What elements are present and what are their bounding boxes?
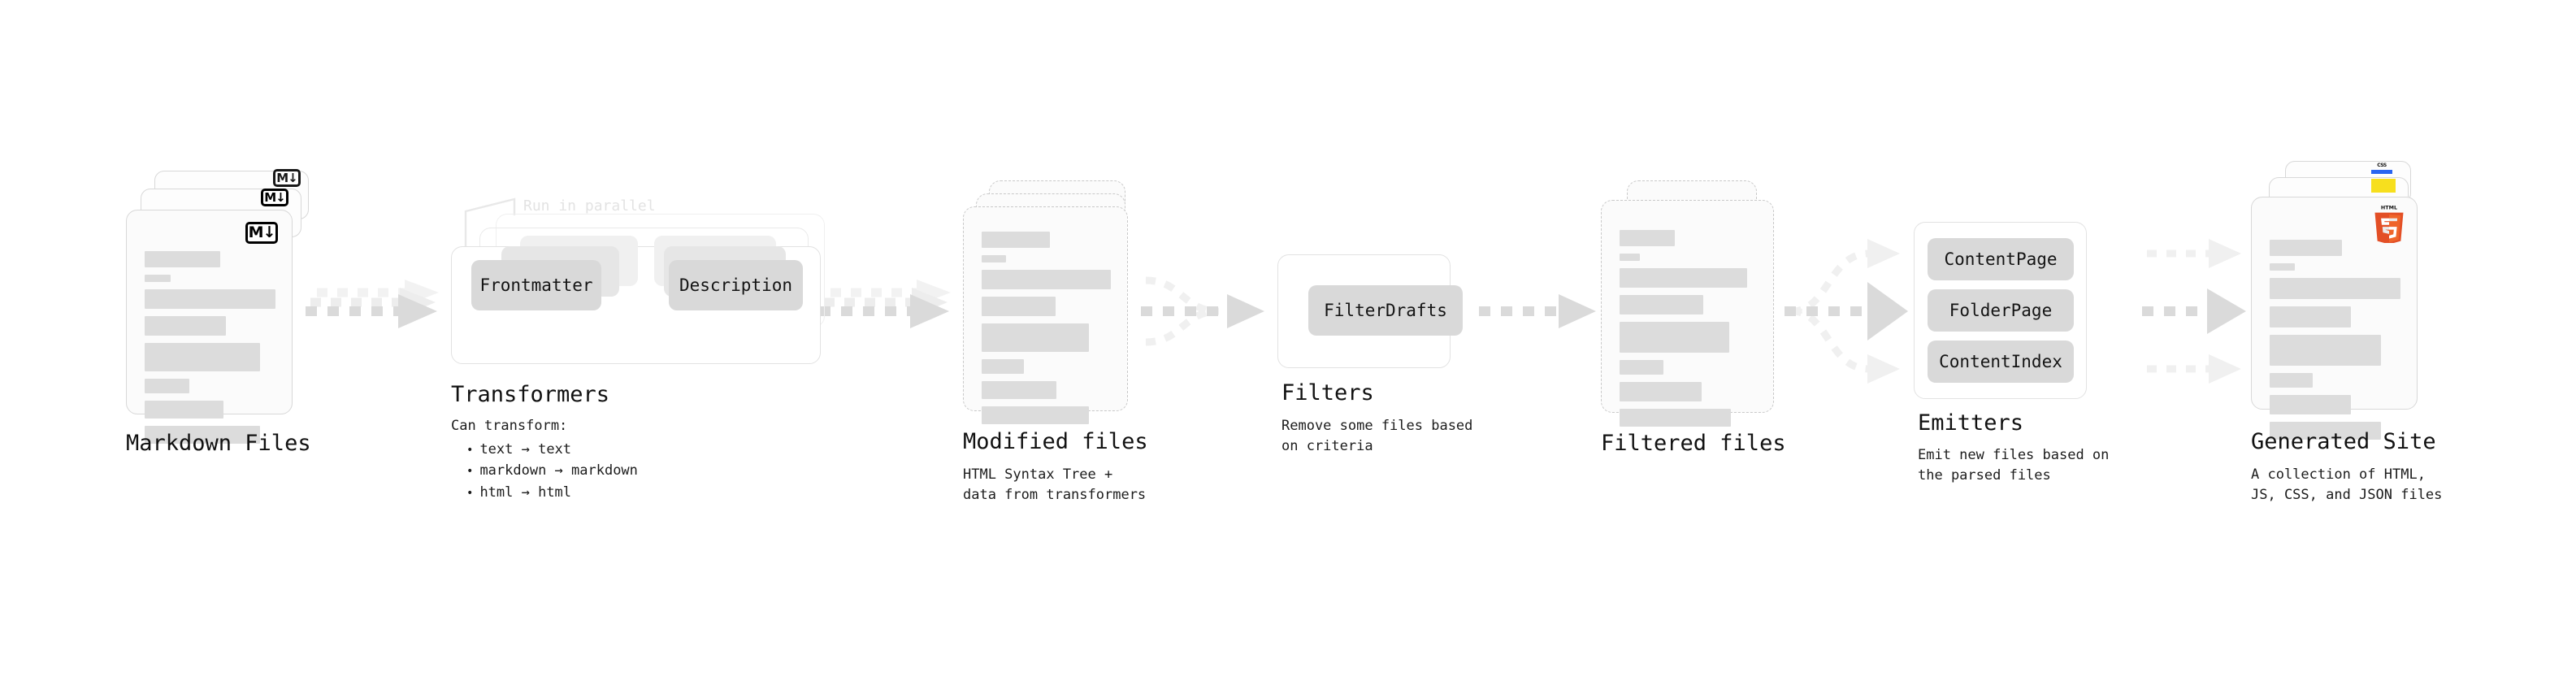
doc-line xyxy=(2270,373,2314,388)
doc-line xyxy=(1620,295,1704,314)
connector-markdown-to-transformers xyxy=(306,280,439,328)
list-item: markdown → markdown xyxy=(466,460,638,481)
list-item: text → text xyxy=(466,439,638,460)
stage-title-filtered-files: Filtered files xyxy=(1601,431,1786,456)
doc-line xyxy=(2270,263,2295,271)
doc-line xyxy=(2270,240,2342,256)
javascript-badge-icon xyxy=(2371,179,2396,193)
list-item-label: markdown → markdown xyxy=(479,462,638,479)
doc-line xyxy=(145,251,221,267)
markdown-badge-icon: M↓ xyxy=(245,222,278,244)
list-item-label: text → text xyxy=(479,441,572,458)
doc-line xyxy=(145,426,260,444)
stage-subtitle-filters: Remove some files based on criteria xyxy=(1281,418,1473,454)
connector-modified-to-filters xyxy=(1141,276,1264,346)
doc-line xyxy=(982,270,1111,289)
doc-content-lines xyxy=(982,232,1111,432)
list-item: html → html xyxy=(466,482,638,503)
transformers-transform-list: text → text markdown → markdown html → h… xyxy=(455,439,638,503)
stage-subtitle-emitters: Emit new files based on the parsed files xyxy=(1918,447,2110,484)
doc-line xyxy=(982,359,1025,374)
doc-card-front: HTML xyxy=(2251,197,2418,440)
stage-generated-site: CSS HTML xyxy=(2251,161,2450,440)
stage-transformers: Frontmatter Description xyxy=(451,207,833,370)
chip-contentindex[interactable]: ContentIndex xyxy=(1928,340,2074,383)
svg-text:HTML: HTML xyxy=(2381,205,2397,211)
css3-badge-label: CSS xyxy=(2377,163,2387,168)
doc-content-lines xyxy=(1620,230,1757,434)
stage-modified-files xyxy=(963,180,1150,424)
transformers-list-intro: Can transform: xyxy=(451,418,568,434)
stage-subtitle-generated-site: A collection of HTML, JS, CSS, and JSON … xyxy=(2251,466,2443,503)
connector-emitters-to-site xyxy=(2142,239,2246,384)
doc-line xyxy=(1620,322,1730,353)
chip-folderpage[interactable]: FolderPage xyxy=(1928,289,2074,332)
chip-filterdrafts[interactable]: FilterDrafts xyxy=(1308,285,1463,336)
doc-card-front xyxy=(1601,200,1774,427)
stage-subtitle-modified-files: HTML Syntax Tree + data from transformer… xyxy=(963,466,1147,503)
doc-card-front: M↓ xyxy=(126,210,293,444)
doc-content-lines xyxy=(2270,240,2400,447)
doc-line xyxy=(982,255,1007,262)
stage-markdown-files: M↓ M↓ M↓ xyxy=(126,169,321,444)
chip-frontmatter[interactable]: Frontmatter xyxy=(471,260,601,310)
doc-line xyxy=(145,401,223,419)
chip-description[interactable]: Description xyxy=(669,260,803,310)
doc-line xyxy=(2270,395,2351,414)
stage-title-filters: Filters xyxy=(1281,380,1374,406)
html5-badge-icon: HTML xyxy=(2374,205,2404,243)
doc-line xyxy=(982,381,1057,399)
connector-filtered-to-emitters xyxy=(1785,239,1908,384)
stage-title-modified-files: Modified files xyxy=(963,429,1148,454)
stage-emitters: ContentPage FolderPage ContentIndex xyxy=(1914,222,2101,401)
connector-transformers-to-modified xyxy=(819,280,951,328)
doc-line xyxy=(1620,268,1748,288)
doc-line xyxy=(1620,382,1702,401)
doc-line xyxy=(145,379,189,393)
doc-content-lines xyxy=(145,251,275,451)
stage-title-markdown-files: Markdown Files xyxy=(126,431,311,456)
doc-line xyxy=(145,275,171,282)
markdown-badge-icon-back-2: M↓ xyxy=(273,169,301,187)
doc-line xyxy=(145,316,226,336)
doc-line xyxy=(1620,360,1664,375)
doc-line xyxy=(2270,278,2400,299)
doc-line xyxy=(982,406,1089,424)
doc-line xyxy=(982,232,1051,248)
doc-line xyxy=(145,289,275,309)
doc-line xyxy=(1620,230,1675,246)
chip-contentpage[interactable]: ContentPage xyxy=(1928,238,2074,280)
run-in-parallel-label: Run in parallel xyxy=(523,197,656,215)
stage-filters: FilterDrafts xyxy=(1277,254,1463,372)
css3-badge-bar xyxy=(2371,170,2392,174)
css3-badge-icon: CSS xyxy=(2371,163,2392,181)
doc-line xyxy=(2270,306,2351,327)
connector-filters-to-filtered xyxy=(1479,294,1596,328)
stage-filtered-files xyxy=(1601,180,1784,427)
doc-line xyxy=(2270,335,2381,366)
doc-line xyxy=(982,297,1056,316)
doc-line xyxy=(145,343,260,371)
doc-card-front xyxy=(963,206,1128,424)
list-item-label: html → html xyxy=(479,484,572,501)
stage-title-emitters: Emitters xyxy=(1918,410,2024,436)
doc-line xyxy=(1620,409,1731,427)
stage-title-transformers: Transformers xyxy=(451,382,610,407)
markdown-badge-icon-back-1: M↓ xyxy=(261,189,288,206)
doc-line xyxy=(1620,254,1641,261)
doc-line xyxy=(2270,422,2381,440)
stage-title-generated-site: Generated Site xyxy=(2251,429,2436,454)
doc-line xyxy=(982,323,1089,352)
